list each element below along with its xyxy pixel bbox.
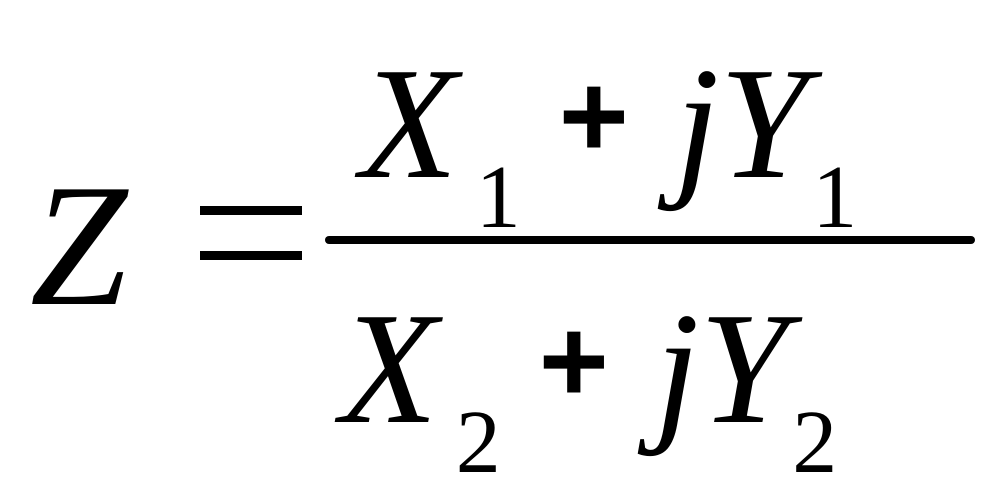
equals-sign-top-bar: [200, 206, 302, 215]
denominator-imaginary-subscript: 2: [792, 393, 838, 492]
denominator-imaginary-unit: j: [654, 279, 700, 457]
numerator-imaginary-unit: j: [674, 34, 720, 212]
numerator-real-variable: X: [360, 34, 458, 212]
numerator-imaginary-variable: Y: [719, 34, 809, 212]
denominator-plus-sign: +: [538, 294, 609, 428]
denominator-real-subscript: 2: [455, 393, 501, 492]
numerator-imaginary-subscript: 1: [812, 148, 858, 247]
denominator-real-variable: X: [340, 279, 438, 457]
lhs-variable: Z: [30, 148, 128, 342]
numerator-real-subscript: 1: [475, 148, 521, 247]
numerator-plus-sign: +: [558, 49, 629, 183]
fraction-bar: [325, 236, 975, 244]
equals-sign-bottom-bar: [200, 251, 302, 260]
denominator-imaginary-variable: Y: [699, 279, 789, 457]
